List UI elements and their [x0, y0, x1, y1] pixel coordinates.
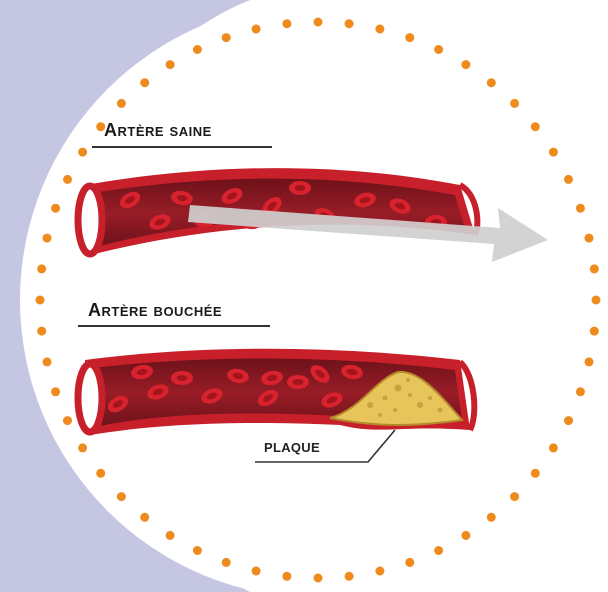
dotted-circle-dot [549, 443, 558, 452]
dotted-circle-dot [63, 175, 72, 184]
dotted-circle-dot [590, 327, 599, 336]
red-blood-cell-icon [289, 181, 311, 195]
dotted-circle-dot [51, 387, 60, 396]
dotted-circle-dot [592, 296, 601, 305]
dotted-circle-dot [193, 45, 202, 54]
dotted-circle-dot [375, 567, 384, 576]
dotted-circle-dot [461, 531, 470, 540]
dotted-circle-dot [576, 387, 585, 396]
dotted-circle-dot [140, 513, 149, 522]
dotted-circle-dot [531, 122, 540, 131]
healthy-artery-label-text: Artère saine [104, 120, 212, 140]
plaque-particle [408, 393, 412, 397]
dotted-circle-dot [193, 546, 202, 555]
dotted-circle-dot [166, 60, 175, 69]
dotted-circle-dot [222, 33, 231, 42]
dotted-circle-dot [531, 469, 540, 478]
dotted-circle-dot [140, 78, 149, 87]
dotted-circle-dot [252, 567, 261, 576]
plaque-particle [383, 396, 388, 401]
dotted-circle-dot [434, 45, 443, 54]
dotted-circle-dot [37, 327, 46, 336]
dotted-circle-dot [314, 18, 323, 27]
dotted-circle-dot [375, 25, 384, 34]
dotted-circle-dot [96, 469, 105, 478]
dotted-circle-dot [549, 148, 558, 157]
dotted-circle-dot [78, 443, 87, 452]
blocked-artery [78, 349, 474, 435]
plaque-particle [438, 408, 443, 413]
dotted-circle-dot [252, 25, 261, 34]
white-circle [20, 2, 608, 592]
plaque-particle [393, 408, 397, 412]
dotted-circle-dot [461, 60, 470, 69]
dotted-circle-dot [63, 416, 72, 425]
red-blood-cell-icon [287, 375, 309, 389]
red-blood-cell-icon [171, 371, 193, 385]
plaque-particle [367, 402, 373, 408]
blocked-artery-label-text: Artère bouchée [88, 300, 222, 320]
dotted-circle-dot [510, 99, 519, 108]
dotted-circle-dot [43, 234, 52, 243]
dotted-circle-dot [282, 572, 291, 581]
dotted-circle-dot [43, 357, 52, 366]
dotted-circle-dot [314, 574, 323, 583]
dotted-circle-dot [37, 264, 46, 273]
dotted-circle-dot [576, 204, 585, 213]
dotted-circle-dot [345, 572, 354, 581]
dotted-circle-dot [166, 531, 175, 540]
blocked-artery-label: Artère bouchée [88, 300, 222, 321]
dotted-circle-dot [487, 513, 496, 522]
plaque-label: Plaque [264, 440, 320, 455]
dotted-circle-dot [434, 546, 443, 555]
dotted-circle-dot [36, 296, 45, 305]
dotted-circle-dot [510, 492, 519, 501]
plaque-particle [395, 385, 402, 392]
dotted-circle-dot [405, 558, 414, 567]
dotted-circle-dot [222, 558, 231, 567]
dotted-circle-dot [282, 19, 291, 28]
dotted-circle-dot [487, 78, 496, 87]
plaque-particle [428, 396, 432, 400]
dotted-circle-dot [78, 148, 87, 157]
healthy-artery-label: Artère saine [104, 120, 212, 141]
dotted-circle-dot [345, 19, 354, 28]
dotted-circle-dot [564, 175, 573, 184]
dotted-circle-dot [51, 204, 60, 213]
dotted-circle-dot [117, 99, 126, 108]
dotted-circle-dot [585, 357, 594, 366]
dotted-circle-dot [590, 264, 599, 273]
dotted-circle-dot [585, 234, 594, 243]
plaque-particle [406, 378, 410, 382]
dotted-circle-dot [117, 492, 126, 501]
dotted-circle-dot [405, 33, 414, 42]
dotted-circle-dot [564, 416, 573, 425]
plaque-particle [378, 413, 382, 417]
plaque-particle [417, 402, 423, 408]
